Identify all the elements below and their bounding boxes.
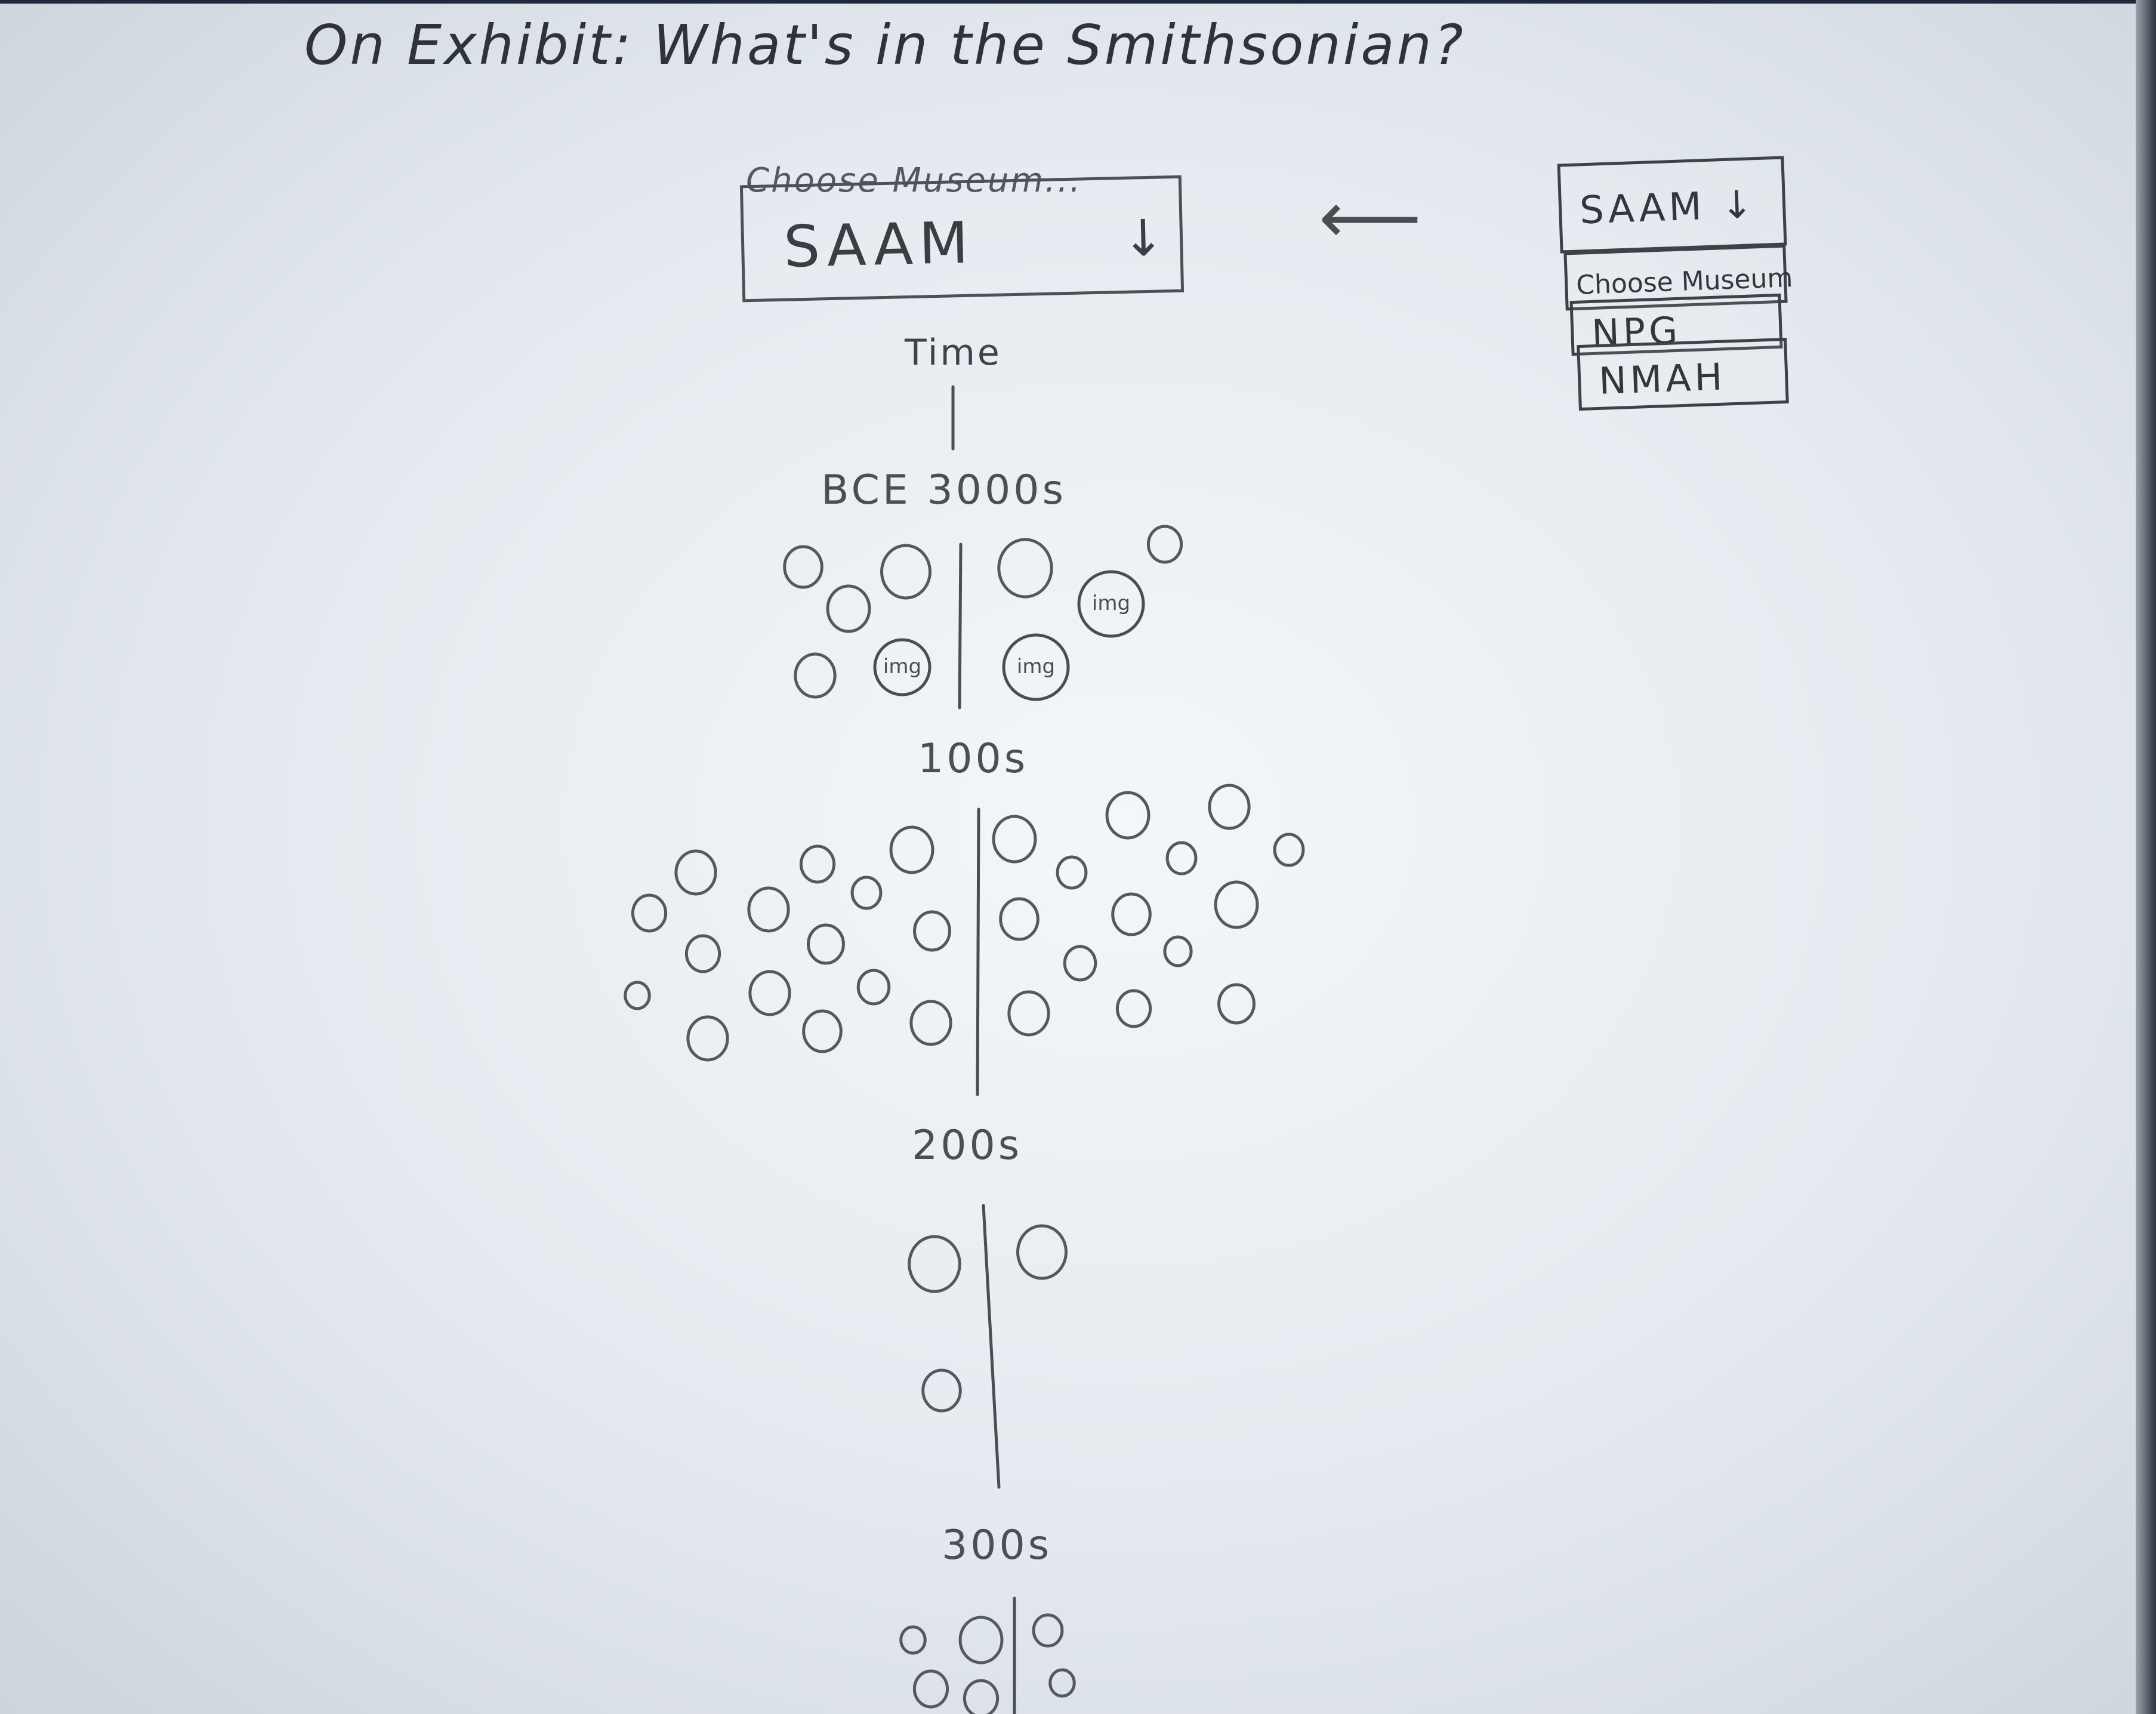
era-label-100s: 100s (918, 735, 1029, 782)
artwork-circle[interactable] (899, 1625, 927, 1655)
artwork-circle[interactable] (1007, 990, 1050, 1037)
artwork-circle[interactable] (1214, 880, 1259, 929)
artwork-circle[interactable] (684, 934, 721, 973)
artwork-circle[interactable] (631, 893, 668, 933)
artwork-circle[interactable] (908, 1235, 961, 1293)
timeline-axis-100s (976, 807, 980, 1096)
left-arrow-icon: ⟵ (1319, 177, 1422, 260)
artwork-circle[interactable] (958, 1616, 1004, 1664)
artwork-circle[interactable] (802, 1009, 843, 1053)
artwork-circle[interactable] (909, 1000, 952, 1046)
timeline-axis-200s (982, 1204, 1001, 1489)
artwork-circle[interactable] (1115, 989, 1152, 1028)
artwork-circle[interactable] (794, 652, 837, 699)
era-label-200s: 200s (912, 1122, 1023, 1169)
image-placeholder-label: img (1092, 591, 1130, 615)
artwork-circle[interactable] (747, 886, 790, 933)
timeline-axis-bce-3000s (958, 542, 963, 710)
artwork-circle[interactable] (1208, 784, 1251, 830)
artwork-circle[interactable] (1163, 935, 1193, 967)
artwork-circle[interactable] (1165, 841, 1198, 876)
artwork-circle[interactable] (880, 544, 932, 600)
artwork-image-circle[interactable] (1002, 633, 1070, 701)
artwork-circle[interactable] (856, 969, 891, 1006)
artwork-circle[interactable] (1056, 855, 1088, 890)
image-placeholder-label: img (1017, 655, 1055, 679)
artwork-circle[interactable] (807, 923, 845, 965)
artwork-circle[interactable] (1146, 525, 1183, 564)
artwork-image-circle[interactable] (1077, 570, 1145, 638)
right-edge (2136, 0, 2156, 1714)
era-label-bce-3000s: BCE 3000s (821, 467, 1066, 514)
era-label-300s: 300s (942, 1522, 1053, 1569)
artwork-circle[interactable] (963, 1679, 1000, 1714)
artwork-circle[interactable] (1105, 791, 1151, 840)
artwork-circle[interactable] (674, 849, 717, 896)
artwork-circle[interactable] (748, 970, 791, 1016)
time-axis-label: Time (905, 332, 1002, 374)
artwork-circle[interactable] (997, 538, 1053, 599)
artwork-circle[interactable] (624, 981, 651, 1010)
artwork-image-circle[interactable] (873, 638, 932, 696)
image-placeholder-label: img (883, 655, 921, 679)
artwork-circle[interactable] (992, 815, 1037, 864)
artwork-circle[interactable] (913, 910, 951, 952)
museum-select-label: Choose Museum... (746, 161, 1082, 200)
artwork-circle[interactable] (1217, 983, 1256, 1025)
artwork-circle[interactable] (783, 545, 823, 589)
artwork-circle[interactable] (912, 1669, 949, 1709)
artwork-circle[interactable] (1111, 892, 1152, 936)
artwork-circle[interactable] (921, 1368, 962, 1413)
top-edge (0, 0, 2156, 4)
artwork-circle[interactable] (1273, 833, 1305, 867)
artwork-circle[interactable] (1032, 1613, 1064, 1648)
artwork-circle[interactable] (999, 897, 1040, 941)
artwork-circle[interactable] (1063, 945, 1097, 982)
artwork-circle[interactable] (889, 825, 934, 874)
artwork-circle[interactable] (686, 1015, 729, 1062)
artwork-circle[interactable] (1048, 1668, 1076, 1698)
artwork-circle[interactable] (850, 876, 883, 910)
page-title: On Exhibit: What's in the Smithsonian? (304, 13, 1466, 77)
artwork-circle[interactable] (826, 584, 871, 633)
artwork-circle[interactable] (799, 844, 836, 884)
artwork-circle[interactable] (1016, 1224, 1068, 1280)
